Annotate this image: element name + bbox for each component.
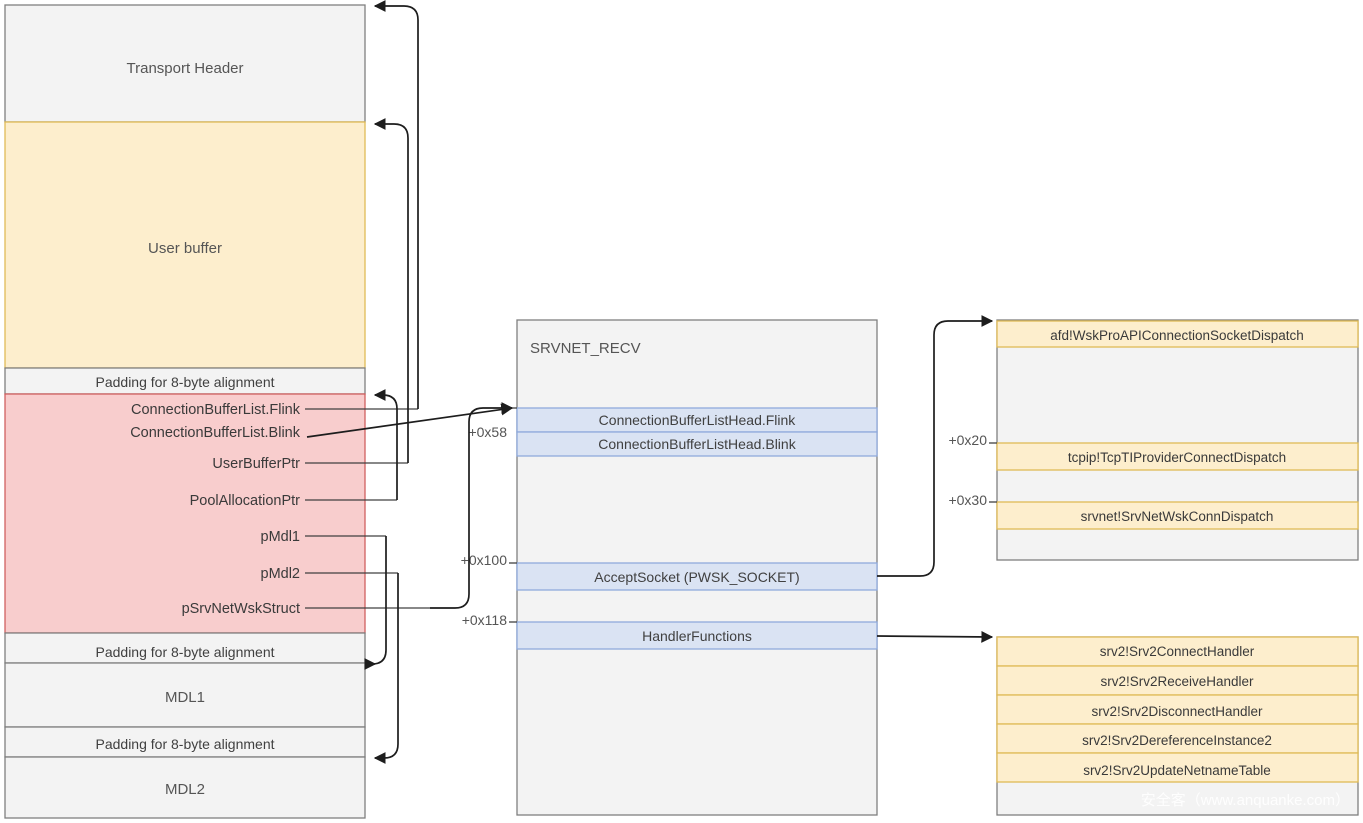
handler-row-disconnect: srv2!Srv2DisconnectHandler (996, 694, 1359, 725)
handler-row-label-disconnect: srv2!Srv2DisconnectHandler (1091, 704, 1263, 719)
dispatch-row-afd: afd!WskProAPIConnectionSocketDispatch (996, 320, 1359, 348)
row-mdl1: MDL1 (4, 662, 366, 728)
field-psrvnetwskstruct: pSrvNetWskStruct (182, 601, 300, 617)
srvnet-recv-title: SRVNET_RECV (530, 340, 641, 357)
field-poolallocationptr: PoolAllocationPtr (190, 493, 301, 509)
row-label-padding-2: Padding for 8-byte alignment (96, 644, 275, 660)
row-label-user-buffer: User buffer (148, 240, 222, 257)
handler-row-receive: srv2!Srv2ReceiveHandler (996, 665, 1359, 696)
row-srvnet-buffer-fields: ConnectionBufferList.Flink ConnectionBuf… (4, 393, 366, 634)
handler-row-label-updatenetname: srv2!Srv2UpdateNetnameTable (1083, 763, 1271, 778)
dispatch-row-srvnet: srvnet!SrvNetWskConnDispatch (996, 501, 1359, 530)
connector-lines (305, 0, 994, 764)
row-label-padding-1: Padding for 8-byte alignment (96, 374, 275, 390)
srvnet-recv-block: SRVNET_RECV ConnectionBufferListHead.Fli… (461, 319, 878, 816)
offset-label-0x58: +0x58 (468, 424, 507, 440)
watermark-text: 安全客（www.anquanke.com） (1141, 791, 1350, 809)
field-connectionbufferlist-blink: ConnectionBufferList.Blink (130, 425, 301, 441)
wsk-dispatch-block: afd!WskProAPIConnectionSocketDispatch tc… (948, 319, 1359, 561)
row-label-transport-header: Transport Header (127, 60, 244, 77)
row-mdl2: MDL2 (4, 756, 366, 819)
handler-row-label-dereference: srv2!Srv2DereferenceInstance2 (1082, 733, 1272, 748)
field-pmdl2: pMdl2 (261, 566, 301, 582)
handler-row-label-connect: srv2!Srv2ConnectHandler (1100, 644, 1255, 659)
srvnet-row-connectionbufferlisthead-flink: ConnectionBufferListHead.Flink (516, 407, 878, 433)
dispatch-row-label-srvnet: srvnet!SrvNetWskConnDispatch (1081, 509, 1274, 524)
field-connectionbufferlist-flink: ConnectionBufferList.Flink (131, 402, 301, 418)
row-padding-1: Padding for 8-byte alignment (4, 367, 366, 395)
srvnet-row-label-acceptsocket: AcceptSocket (PWSK_SOCKET) (594, 569, 799, 585)
dispatch-row-tcpip: tcpip!TcpTIProviderConnectDispatch (996, 442, 1359, 471)
field-userbufferptr: UserBufferPtr (212, 456, 300, 472)
offset-label-0x118: +0x118 (462, 612, 507, 628)
handler-row-dereference: srv2!Srv2DereferenceInstance2 (996, 723, 1359, 754)
row-transport-header: Transport Header (4, 4, 366, 123)
srvnet-row-label-blink: ConnectionBufferListHead.Blink (598, 436, 796, 452)
srvnet-row-acceptsocket: AcceptSocket (PWSK_SOCKET) (516, 562, 878, 591)
handler-row-updatenetname: srv2!Srv2UpdateNetnameTable (996, 752, 1359, 783)
srvnet-row-label-handlerfunctions: HandlerFunctions (642, 628, 752, 644)
row-label-mdl2: MDL2 (165, 781, 205, 798)
handler-row-label-receive: srv2!Srv2ReceiveHandler (1100, 674, 1254, 689)
dispatch-row-label-afd: afd!WskProAPIConnectionSocketDispatch (1050, 328, 1304, 343)
row-label-mdl1: MDL1 (165, 689, 205, 706)
dispatch-row-label-tcpip: tcpip!TcpTIProviderConnectDispatch (1068, 450, 1286, 465)
offset-label-0x100: +0x100 (461, 552, 508, 568)
row-label-padding-3: Padding for 8-byte alignment (96, 736, 275, 752)
srv2-handler-block: srv2!Srv2ConnectHandler srv2!Srv2Receive… (996, 636, 1359, 816)
srvnet-row-connectionbufferlisthead-blink: ConnectionBufferListHead.Blink (516, 431, 878, 457)
srvnet-row-label-flink: ConnectionBufferListHead.Flink (599, 412, 797, 428)
row-padding-2: Padding for 8-byte alignment (4, 632, 366, 664)
row-padding-3: Padding for 8-byte alignment (4, 726, 366, 758)
dispatch-offset-label-0x30: +0x30 (948, 492, 987, 508)
packet-buffer-layout: Transport Header User buffer Padding for… (4, 4, 366, 819)
field-pmdl1: pMdl1 (261, 529, 301, 545)
handler-row-connect: srv2!Srv2ConnectHandler (996, 636, 1359, 667)
dispatch-offset-label-0x20: +0x20 (948, 432, 987, 448)
srvnet-row-handlerfunctions: HandlerFunctions (516, 621, 878, 650)
row-user-buffer: User buffer (4, 121, 366, 369)
